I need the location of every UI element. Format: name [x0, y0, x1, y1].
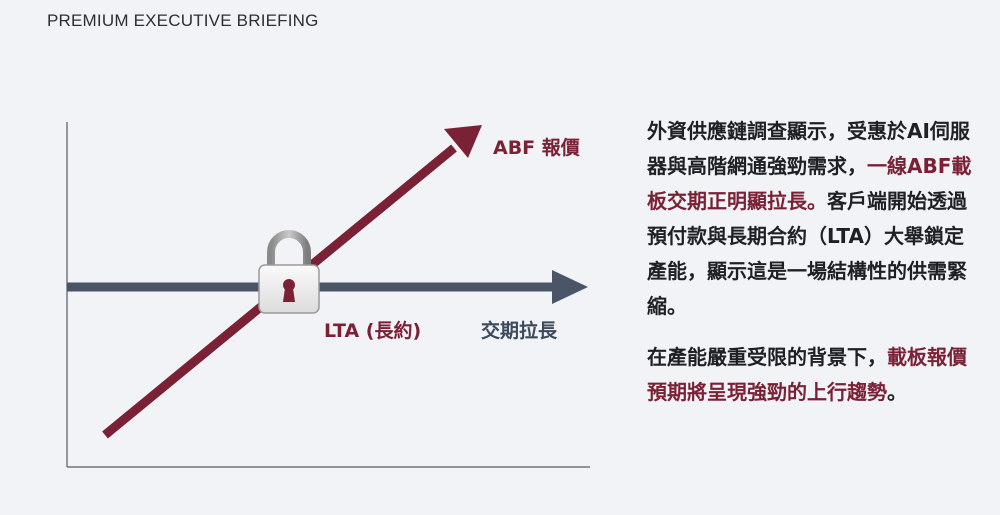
lock-icon [258, 230, 320, 314]
leadtime-label: 交期拉長 [481, 319, 558, 342]
p1-intro: 外資供應鏈調查顯示，受惠於AI伺服器與高階網通強勁需求， [647, 119, 970, 178]
abf-price-label: ABF 報價 [493, 136, 581, 159]
p2-highlight: 載板報價預期將呈現強勁的上行趨勢 [647, 345, 967, 404]
paragraph-2: 在產能嚴重受限的背景下，載板報價預期將呈現強勁的上行趨勢。 [647, 340, 982, 410]
lta-label: LTA (長約) [324, 319, 421, 342]
diagram: ABF 報價 LTA (長約) 交期拉長 [66, 122, 590, 468]
keyhole-icon [283, 279, 295, 302]
leadtime-arrow [67, 270, 588, 304]
p1-highlight: 一線ABF載板交期正明顯拉長。 [647, 154, 972, 213]
paragraph-1: 外資供應鏈調查顯示，受惠於AI伺服器與高階網通強勁需求，一線ABF載板交期正明顯… [647, 114, 982, 324]
p2-end: 。 [887, 380, 907, 404]
p1-rest: 客戶端開始透過預付款與長期合約（LTA）大舉鎖定產能，顯示這是一場結構性的供需緊… [647, 189, 967, 318]
briefing-text: 外資供應鏈調查顯示，受惠於AI伺服器與高階網通強勁需求，一線ABF載板交期正明顯… [647, 114, 982, 410]
page-title: PREMIUM EXECUTIVE BRIEFING [47, 11, 319, 30]
p2-intro: 在產能嚴重受限的背景下， [647, 345, 887, 369]
